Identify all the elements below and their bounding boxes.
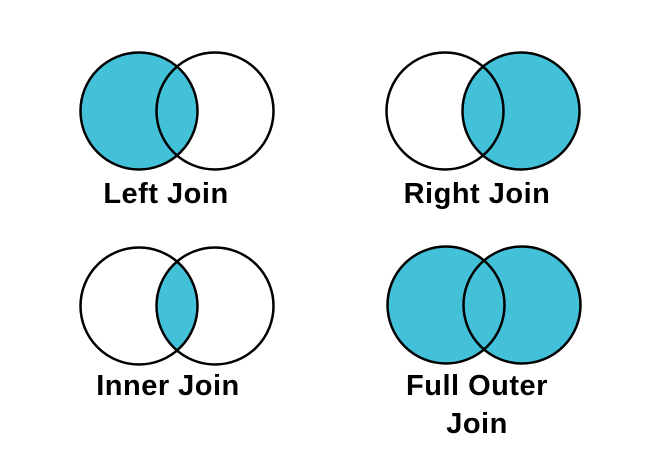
right-circle-fill (463, 246, 581, 364)
venn-diagram-right-join (385, 51, 581, 171)
right-circle-outline (155, 51, 275, 171)
label-left-join: Left Join (103, 178, 229, 210)
venn-diagram-left-join (79, 51, 275, 171)
left-circle-fill (80, 52, 198, 170)
venn-diagram-inner-join (79, 246, 275, 366)
left-circle-outline (386, 245, 506, 365)
label-inner-join: Inner Join (96, 370, 240, 402)
right-circle-fill (462, 52, 580, 170)
venn-diagram-full-outer-join (386, 245, 582, 365)
right-circle-outline (155, 246, 275, 366)
label-right-join: Right Join (403, 178, 551, 210)
left-circle-outline (79, 246, 199, 366)
intersection-fill (156, 247, 198, 365)
right-circle-outline (462, 245, 582, 365)
left-circle-outline (79, 51, 199, 171)
left-circle-outline (385, 51, 505, 171)
label-full-outer-join: Full Outer Join (406, 370, 548, 440)
right-circle-outline (461, 51, 581, 171)
